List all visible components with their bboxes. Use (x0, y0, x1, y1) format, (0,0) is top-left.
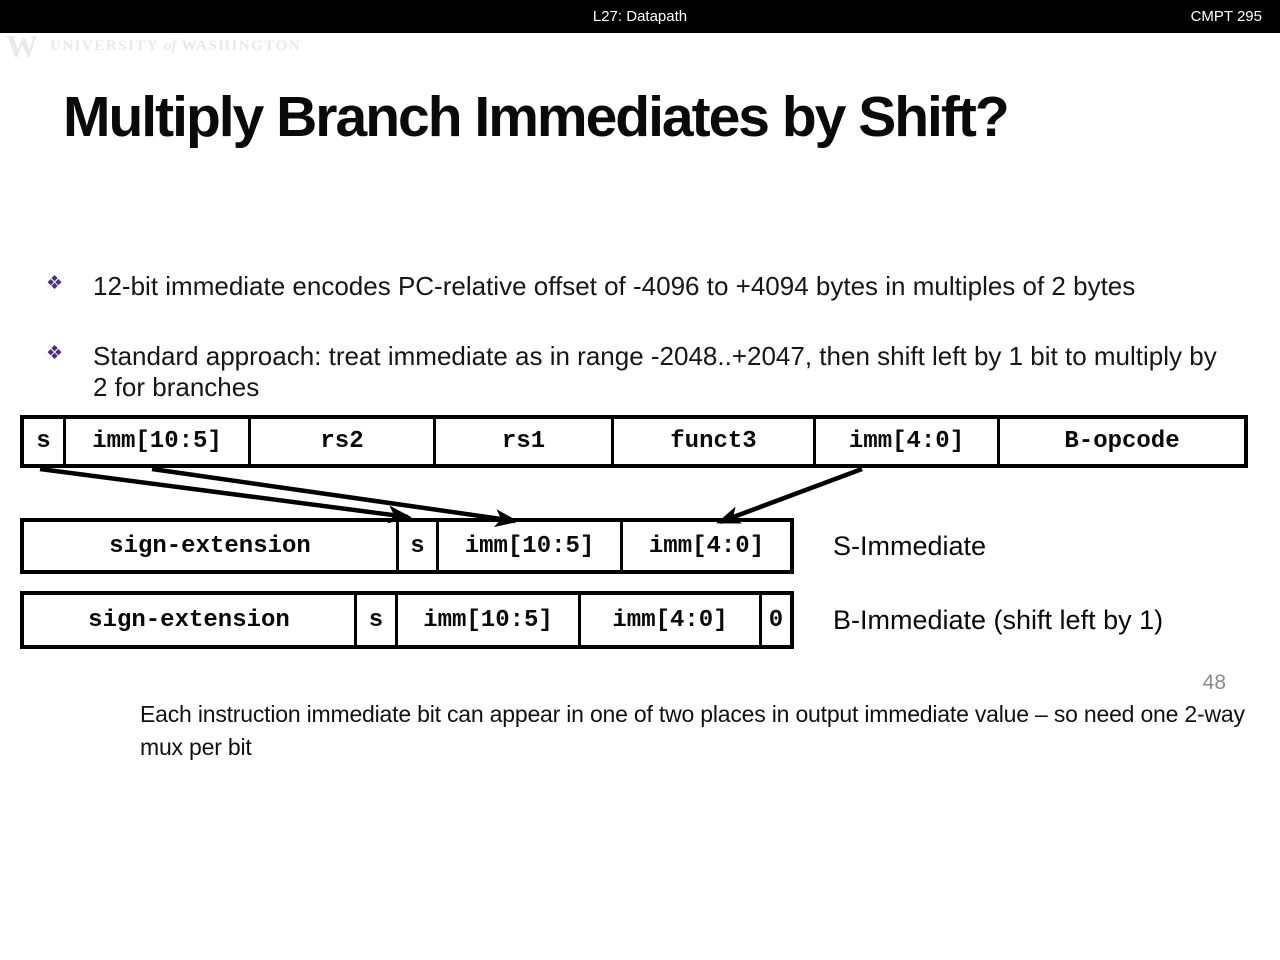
arrow-s-to-simm (39, 466, 412, 524)
top-bar: L27: Datapath CMPT 295 (0, 0, 1280, 33)
bullet-item: ❖ Standard approach: treat immediate as … (46, 341, 1238, 403)
s-immediate-row: sign-extension s imm[10:5] imm[4:0] (20, 518, 794, 574)
field-imm-4-0: imm[4:0] (578, 595, 759, 645)
field-sign-extension: sign-extension (109, 532, 311, 560)
uw-w-icon: W (6, 28, 38, 64)
field-sign-bit: s (354, 595, 395, 645)
s-immediate-label: S-Immediate (833, 531, 987, 561)
field-funct3: funct3 (611, 419, 813, 464)
lecture-title: L27: Datapath (592, 8, 688, 25)
page-number: 48 (1202, 671, 1226, 694)
field-imm-10-5: imm[10:5] (395, 595, 578, 645)
field-sign-bit: s (396, 522, 436, 570)
bullet-text: Standard approach: treat immediate as in… (93, 341, 1217, 402)
bullet-item: ❖ 12-bit immediate encodes PC-relative o… (46, 271, 1238, 302)
field-b-opcode: B-opcode (997, 419, 1244, 464)
logo-word-university: UNIVERSITY (50, 37, 159, 54)
bullet-diamond-icon: ❖ (46, 273, 64, 294)
instruction-format-row: s imm[10:5] rs2 rs1 funct3 imm[4:0] B-op… (20, 415, 1248, 468)
field-imm-4-0: imm[4:0] (620, 522, 790, 570)
field-rs1: rs1 (433, 419, 611, 464)
field-zero-bit: 0 (759, 595, 790, 645)
field-imm-10-5: imm[10:5] (63, 419, 248, 464)
slide-note: Each instruction immediate bit can appea… (140, 701, 1245, 760)
bullet-diamond-icon: ❖ (46, 343, 64, 364)
university-logo: W UNIVERSITY of WASHINGTON (6, 30, 301, 62)
field-imm-10-5: imm[10:5] (436, 522, 620, 570)
university-logo-text: UNIVERSITY of WASHINGTON (50, 38, 301, 55)
field-rs2: rs2 (248, 419, 433, 464)
b-immediate-row: sign-extension s imm[10:5] imm[4:0] 0 (20, 591, 794, 649)
bullet-text: 12-bit immediate encodes PC-relative off… (93, 271, 1136, 301)
field-sign-extension: sign-extension (88, 606, 290, 634)
arrow-imm40-to-simm (716, 466, 863, 525)
arrow-imm105-to-simm (151, 466, 519, 528)
logo-word-washington: WASHINGTON (181, 37, 302, 54)
logo-word-of: of (163, 37, 177, 54)
course-code: CMPT 295 (1190, 8, 1262, 25)
page-title: Multiply Branch Immediates by Shift? (63, 85, 1010, 149)
field-sign-bit: s (36, 428, 51, 455)
field-imm-4-0: imm[4:0] (813, 419, 997, 464)
b-immediate-label: B-Immediate (shift left by 1) (833, 605, 1164, 635)
